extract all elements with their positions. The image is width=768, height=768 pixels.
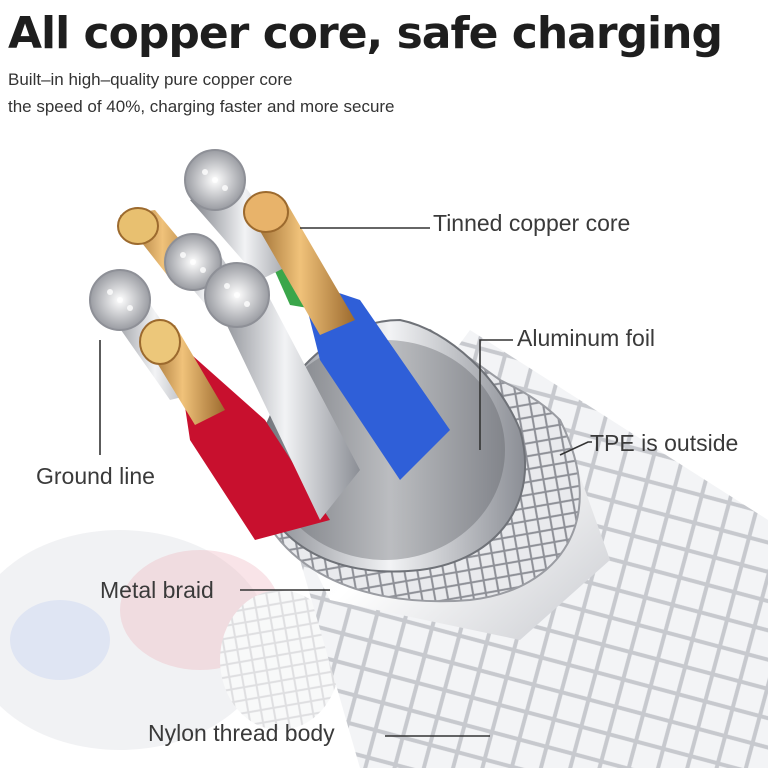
- label-tinned-copper-core: Tinned copper core: [433, 210, 631, 236]
- label-nylon-thread-body: Nylon thread body: [148, 720, 335, 746]
- subtitle-line-2: the speed of 40%, charging faster and mo…: [8, 97, 395, 116]
- label-metal-braid: Metal braid: [100, 577, 214, 603]
- blue-wire: [300, 280, 450, 480]
- copper-core-main: [245, 200, 355, 335]
- label-tpe-outside: TPE is outside: [590, 430, 739, 456]
- label-aluminum-foil: Aluminum foil: [517, 325, 656, 351]
- ground-strand-bundle: [210, 280, 360, 520]
- faded-background-cable: [0, 530, 340, 750]
- subtitle-line-1: Built–in high–quality pure copper core: [8, 70, 293, 89]
- red-wire: [175, 340, 330, 540]
- page-title: All copper core, safe charging: [8, 8, 723, 59]
- label-ground-line: Ground line: [36, 463, 155, 489]
- callout-lines: [99, 227, 592, 737]
